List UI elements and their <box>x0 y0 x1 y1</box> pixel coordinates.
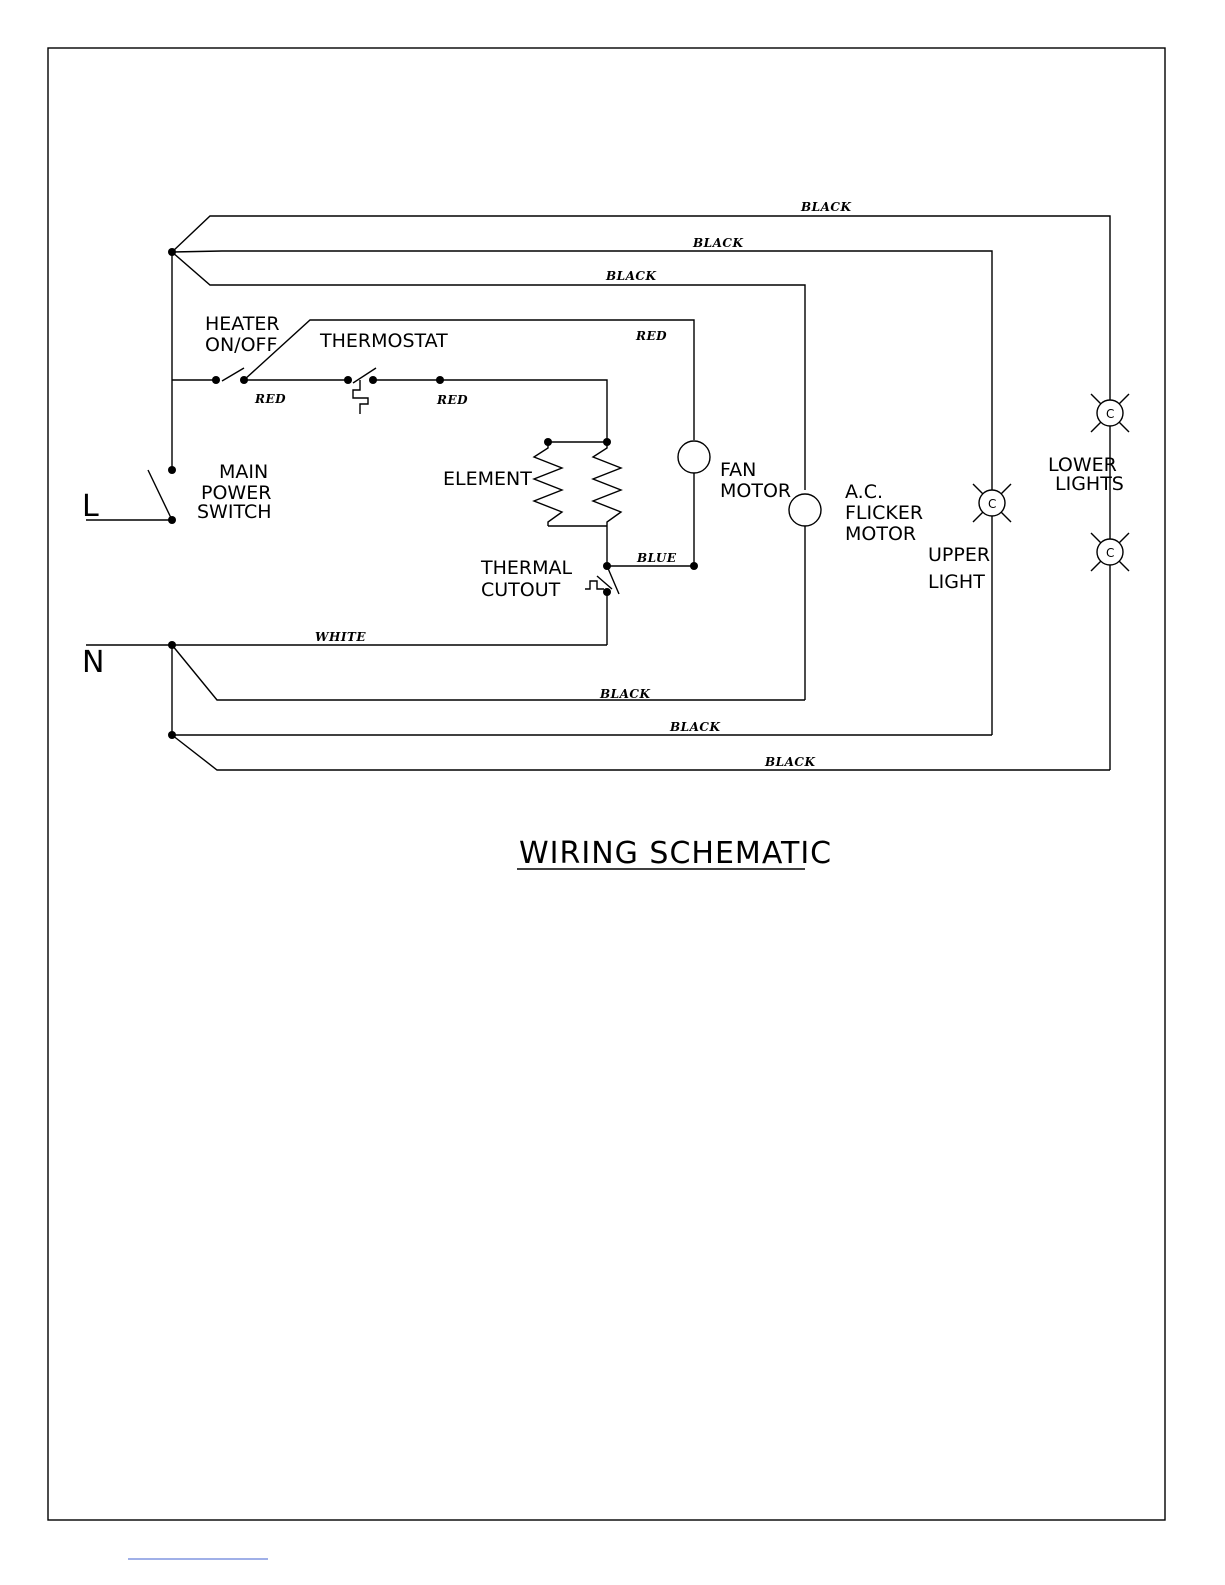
heating-element <box>534 442 621 566</box>
wire-label-black-top2: BLACK <box>692 236 743 250</box>
fan-motor-label-line2: MOTOR <box>720 480 791 502</box>
wire-label-red-thermostat: RED <box>436 393 468 407</box>
main-switch-label-line3: SWITCH <box>197 501 272 523</box>
lower-light-2-mark: C <box>1106 546 1114 560</box>
thermostat-symbol <box>353 368 376 414</box>
wire-label-blue: BLUE <box>636 551 677 565</box>
main-switch-blade <box>148 470 172 520</box>
black-wire-flicker-bottom <box>172 645 805 700</box>
thermal-cutout-symbol <box>585 566 619 645</box>
upper-light-mark: C <box>988 497 996 511</box>
main-switch-label-line1: MAIN <box>219 461 268 483</box>
fan-motor-label-line1: FAN <box>720 459 756 481</box>
flicker-motor <box>789 494 821 526</box>
black-wire-lower-lights-bottom <box>172 735 1110 770</box>
lower-light-1-mark: C <box>1106 407 1114 421</box>
black-wire-upper-light-top <box>172 251 992 488</box>
wire-label-black-bot1: BLACK <box>599 687 650 701</box>
thermostat-label: THERMOSTAT <box>319 330 448 352</box>
fan-motor <box>678 441 710 473</box>
black-wire-lower-lights-top <box>172 216 1110 410</box>
element-label: ELEMENT <box>443 468 532 490</box>
wire-label-white: WHITE <box>315 630 366 644</box>
heater-switch-label-line2: ON/OFF <box>205 334 277 356</box>
wire-label-black-top3: BLACK <box>605 269 656 283</box>
flicker-motor-label-line1: A.C. <box>845 481 883 503</box>
lower-lights-lamps <box>1091 394 1129 770</box>
upper-light-lamp <box>973 484 1011 735</box>
wire-label-black-top1: BLACK <box>800 200 851 214</box>
thermal-cutout-label-line1: THERMAL <box>480 557 572 579</box>
wire-label-black-bot3: BLACK <box>764 755 815 769</box>
line-terminal-label: L <box>82 489 100 524</box>
fan-motor-circuit <box>607 441 710 566</box>
lower-lights-label-line2: LIGHTS <box>1055 473 1124 495</box>
flicker-motor-label-line3: MOTOR <box>845 523 916 545</box>
neutral-side-wires <box>86 645 1110 770</box>
red-wire-element <box>373 380 607 442</box>
wire-label-black-bot2: BLACK <box>669 720 720 734</box>
upper-light-label-line2: LIGHT <box>928 571 985 593</box>
schematic-title: WIRING SCHEMATIC <box>519 836 832 871</box>
upper-light-label-line1: UPPER <box>928 544 990 566</box>
thermal-cutout-label-line2: CUTOUT <box>481 579 561 601</box>
flicker-motor-label-line2: FLICKER <box>845 502 923 524</box>
wire-label-red-switch: RED <box>254 392 286 406</box>
neutral-terminal-label: N <box>82 645 105 680</box>
heater-switch-label-line1: HEATER <box>205 313 280 335</box>
wire-label-red-top: RED <box>635 329 667 343</box>
